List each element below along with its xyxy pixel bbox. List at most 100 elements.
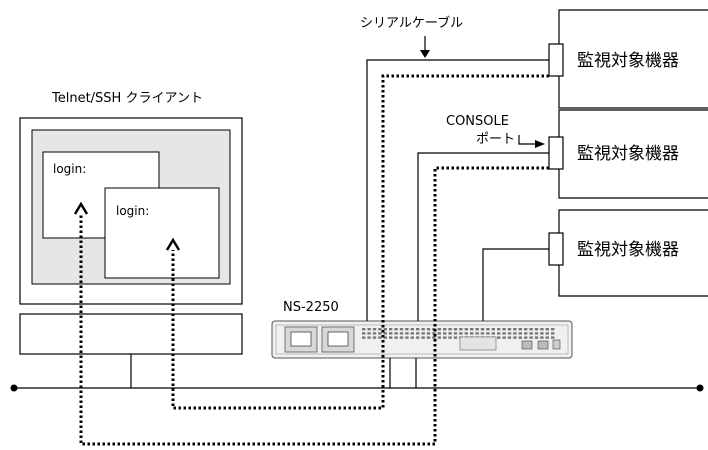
serial-port	[524, 336, 528, 339]
serial-port	[518, 336, 522, 339]
serial-port	[480, 328, 485, 331]
serial-cable-arrow	[420, 36, 430, 58]
serial-port	[389, 336, 393, 339]
serial-port	[502, 336, 506, 339]
serial-port	[394, 332, 398, 335]
serial-port	[362, 328, 366, 331]
device-label-3: 監視対象機器	[577, 240, 679, 260]
serial-port	[497, 332, 501, 335]
serial-port	[443, 332, 447, 335]
serial-port	[405, 332, 409, 335]
session-paths	[79, 74, 549, 446]
serial-port	[426, 336, 431, 339]
serial-port	[497, 328, 501, 331]
serial-port	[394, 328, 398, 331]
serial-port	[416, 336, 420, 339]
serial-port	[367, 332, 371, 335]
serial-port	[502, 328, 506, 331]
serial-port	[378, 336, 382, 339]
serial-port	[416, 332, 420, 335]
serial-cables	[366, 59, 549, 321]
serial-port	[545, 336, 549, 339]
serial-port	[534, 332, 539, 335]
serial-port	[448, 328, 452, 331]
serial-port	[399, 328, 404, 331]
device-port-2	[548, 136, 564, 170]
serial-port	[372, 332, 377, 335]
serial-port	[529, 336, 533, 339]
ns2250-device	[271, 320, 573, 359]
serial-port	[453, 336, 458, 339]
device-label-1: 監視対象機器	[577, 51, 679, 71]
monitored-device-2	[548, 109, 708, 199]
console-label-line1: CONSOLE	[446, 114, 509, 129]
device-port-3	[548, 232, 564, 266]
network-line	[10, 384, 704, 392]
serial-port	[372, 328, 377, 331]
serial-port	[491, 328, 495, 331]
serial-port	[551, 328, 555, 331]
serial-port	[534, 336, 539, 339]
serial-port	[448, 332, 452, 335]
serial-port	[470, 328, 474, 331]
serial-port	[540, 328, 544, 331]
serial-port	[378, 332, 382, 335]
client-computer	[19, 117, 243, 388]
serial-port	[389, 328, 393, 331]
serial-port	[513, 332, 517, 335]
serial-port	[507, 332, 512, 335]
serial-port	[443, 328, 447, 331]
serial-port	[475, 328, 479, 331]
session-arrow-1	[73, 201, 89, 215]
serial-port	[470, 332, 474, 335]
serial-port	[507, 336, 512, 339]
serial-port	[410, 332, 414, 335]
serial-port	[529, 332, 533, 335]
serial-port	[529, 328, 533, 331]
serial-port	[410, 336, 414, 339]
serial-port	[437, 332, 441, 335]
serial-port	[545, 328, 549, 331]
serial-port	[383, 328, 387, 331]
serial-port	[497, 336, 501, 339]
serial-cable-label: シリアルケーブル	[360, 15, 463, 31]
serial-port	[540, 336, 544, 339]
status-panel	[459, 336, 497, 351]
device-port-1	[548, 43, 564, 77]
login-prompt-2: login:	[116, 204, 149, 218]
serial-port	[502, 332, 506, 335]
serial-port	[432, 336, 436, 339]
serial-port	[367, 328, 371, 331]
serial-port	[551, 332, 555, 335]
serial-port	[421, 328, 425, 331]
serial-port	[394, 336, 398, 339]
serial-port	[534, 328, 539, 331]
console-port	[521, 340, 533, 350]
serial-port	[480, 332, 485, 335]
serial-port	[518, 332, 522, 335]
serial-port	[524, 328, 528, 331]
serial-port	[426, 332, 431, 335]
serial-port	[453, 332, 458, 335]
serial-port	[432, 332, 436, 335]
serial-port	[362, 336, 366, 339]
serial-port	[507, 328, 512, 331]
serial-port	[416, 328, 420, 331]
serial-port	[486, 328, 490, 331]
serial-port	[378, 328, 382, 331]
serial-port	[475, 332, 479, 335]
serial-port	[459, 332, 463, 335]
lan-port	[537, 340, 549, 350]
serial-port	[545, 332, 549, 335]
serial-port	[421, 332, 425, 335]
serial-port	[464, 328, 468, 331]
serial-port	[437, 328, 441, 331]
serial-port	[362, 332, 366, 335]
serial-port	[540, 332, 544, 335]
login-prompt-1: login:	[53, 162, 86, 176]
serial-port	[464, 332, 468, 335]
serial-port	[491, 332, 495, 335]
serial-port	[405, 328, 409, 331]
